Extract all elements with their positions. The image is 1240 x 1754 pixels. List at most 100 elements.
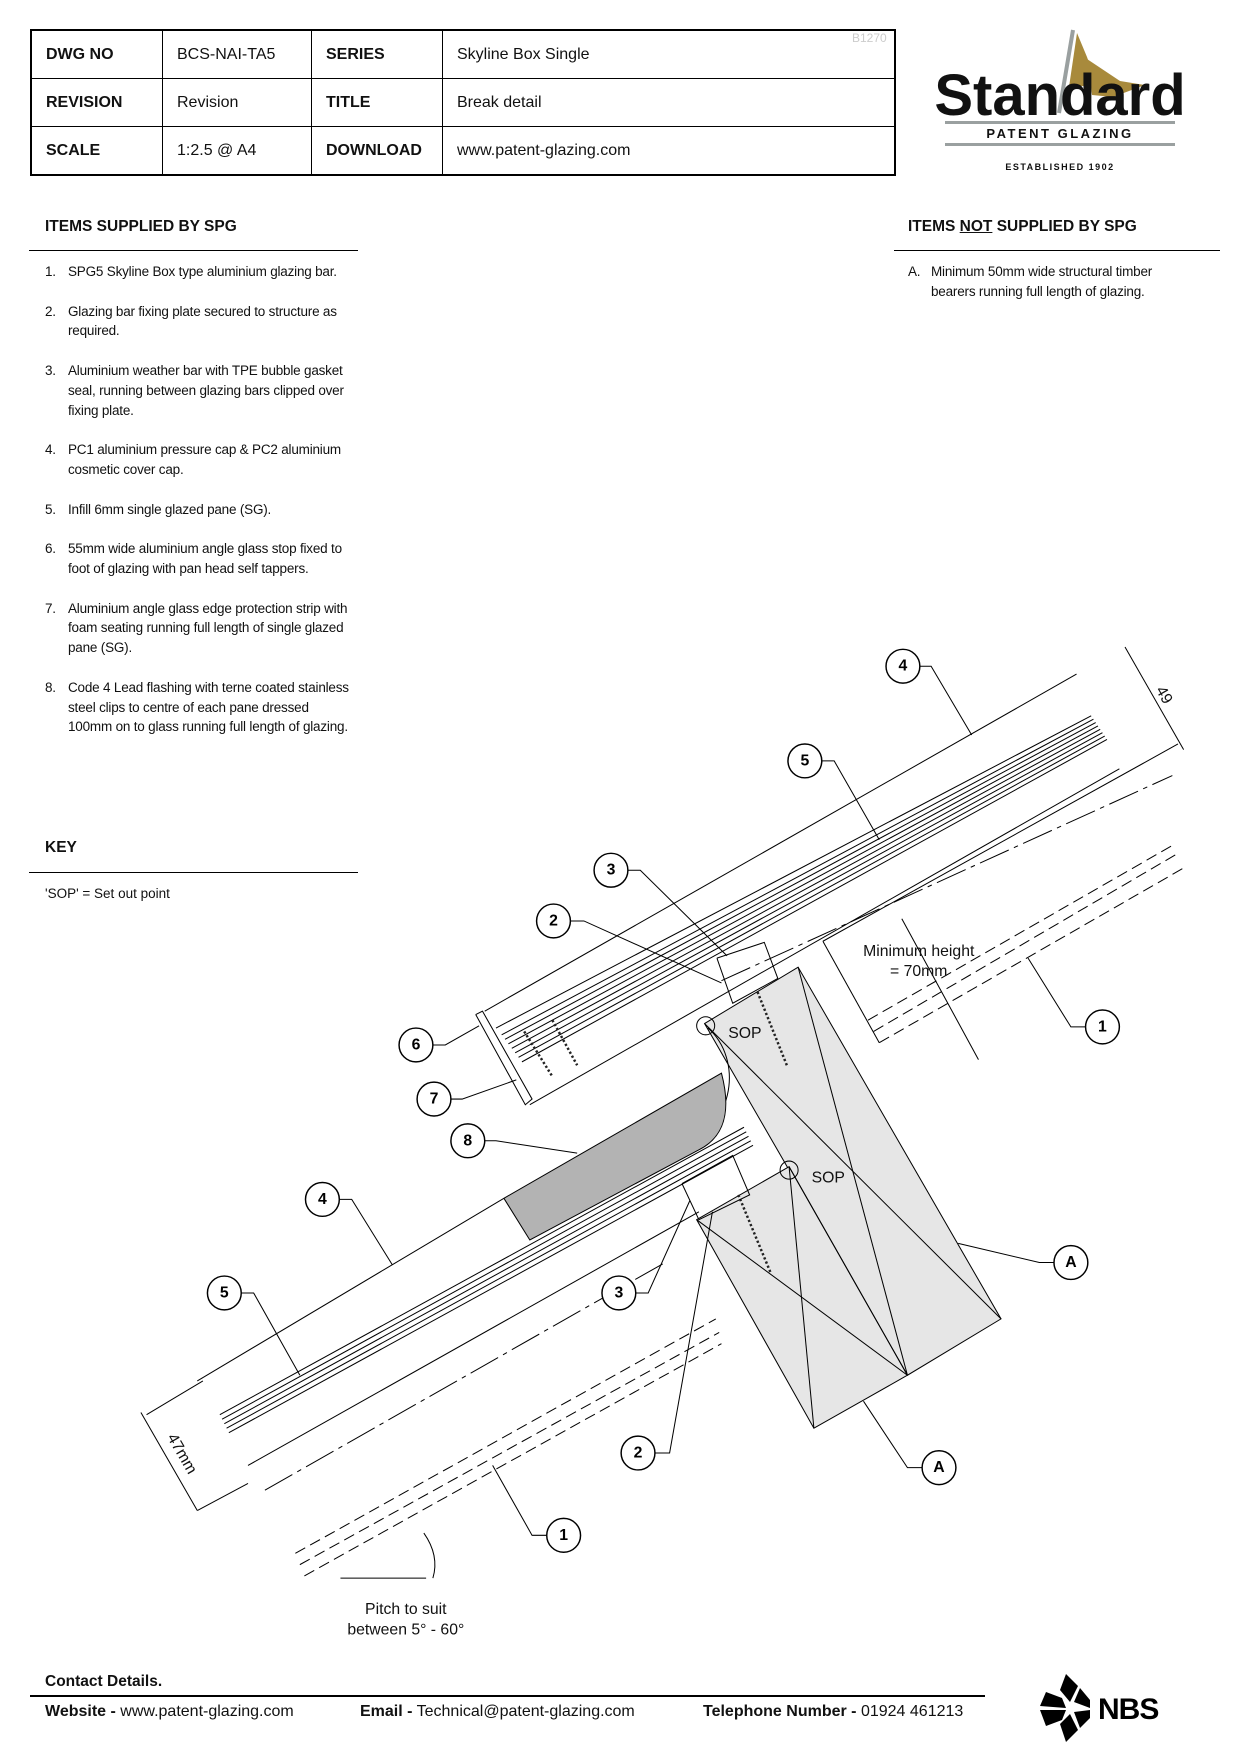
sop-label-lower: SOP [812,1169,845,1186]
items-supplied-title: ITEMS SUPPLIED BY SPG [45,218,237,235]
nbs-logo: NBS [1040,1674,1159,1742]
lead-flashing [503,1072,727,1241]
callout-4-upper: 4 [885,648,921,684]
download-link[interactable]: www.patent-glazing.com [442,126,896,176]
nbs-flower-icon [1040,1674,1090,1742]
svg-text:A: A [933,1459,944,1476]
scale-value: 1:2.5 @ A4 [162,126,312,176]
title-row-revision: REVISION Revision TITLE Break detail [30,78,896,127]
callout-a-lower: A [921,1450,957,1486]
callout-3-lower: 3 [601,1275,637,1311]
list-item: 2.Glazing bar fixing plate secured to st… [45,303,337,339]
list-item: 6.55mm wide aluminium angle glass stop f… [45,541,342,576]
dimension-49: 49 [1152,683,1176,707]
min-height-value: = 70mm [890,963,947,980]
series-label: SERIES [311,29,443,79]
callout-bubbles: 4 5 3 2 6 7 8 1 4 5 3 A 2 A 1 [206,648,1121,1553]
website-link[interactable]: www.patent-glazing.com [120,1703,294,1720]
svg-text:3: 3 [614,1284,623,1301]
svg-text:3: 3 [607,862,616,879]
download-label: DOWNLOAD [311,126,443,176]
self-tapper-screws [523,991,788,1275]
title-row-scale: SCALE 1:2.5 @ A4 DOWNLOAD www.patent-gla… [30,126,896,176]
svg-text:6: 6 [412,1036,421,1053]
footer-email: Email - Technical@patent-glazing.com [360,1703,635,1720]
list-item: A.Minimum 50mm wide structural timber be… [908,264,1153,299]
logo-established: ESTABLISHED 1902 [1005,162,1114,172]
logo-wordmark: Standard [935,63,1185,128]
nbs-wordmark: NBS [1098,1693,1158,1726]
callout-5-upper: 5 [787,743,823,779]
sop-marker-upper [696,1016,716,1036]
svg-text:5: 5 [800,752,809,769]
svg-text:1: 1 [1098,1018,1107,1035]
svg-text:2: 2 [634,1445,643,1462]
list-item: 4.PC1 aluminium pressure cap & PC2 alumi… [45,442,341,477]
svg-text:4: 4 [899,658,908,675]
svg-text:8: 8 [463,1132,472,1149]
svg-text:5: 5 [220,1284,229,1301]
key-sop-text: 'SOP' = Set out point [45,886,170,901]
items-not-supplied-rule [894,250,1220,251]
svg-text:1: 1 [559,1527,568,1544]
svg-text:7: 7 [430,1091,439,1108]
list-item: 8.Code 4 Lead flashing with terne coated… [45,679,349,735]
callout-1-upper: 1 [1084,1009,1121,1045]
items-not-supplied-title: ITEMS NOT SUPPLIED BY SPG [908,218,1137,235]
footer-website: Website - www.patent-glazing.com [45,1703,294,1720]
logo-subtitle: PATENT GLAZING [986,126,1133,141]
list-item: 5.Infill 6mm single glazed pane (SG). [45,501,272,517]
dwg-no-value: BCS-NAI-TA5 [162,29,312,79]
list-item: 3.Aluminium weather bar with TPE bubble … [45,362,344,418]
drawing-ref-watermark: B1270 [852,31,887,45]
key-rule [29,872,358,873]
title-row-dwg: DWG NO BCS-NAI-TA5 SERIES Skyline Box Si… [30,29,896,79]
dimension-line-top [1124,646,1185,750]
revision-label: REVISION [30,78,163,127]
svg-text:A: A [1065,1254,1076,1271]
logo-flagpole [1057,29,1075,114]
scale-label: SCALE [30,126,163,176]
callout-leaders [241,665,1086,1536]
title-block: DWG NO BCS-NAI-TA5 SERIES Skyline Box Si… [30,29,896,176]
callout-5-lower: 5 [206,1275,242,1311]
title-value: Break detail [442,78,896,127]
items-not-supplied-list: A.Minimum 50mm wide structural timber be… [908,262,1188,321]
items-supplied-rule [29,250,358,251]
min-height-label: Minimum height [863,943,975,960]
dimension-47mm: 47mm [163,1431,200,1477]
items-supplied-list: 1.SPG5 Skyline Box type aluminium glazin… [45,262,350,757]
title-label: TITLE [311,78,443,127]
sop-marker-lower [779,1160,799,1180]
callout-7: 7 [416,1081,452,1117]
email-link[interactable]: Technical@patent-glazing.com [416,1703,635,1720]
revision-value: Revision [162,78,312,127]
callout-4-lower: 4 [304,1181,341,1218]
pitch-range: between 5° - 60° [347,1622,464,1639]
callout-6: 6 [398,1027,434,1063]
list-item: 7.Aluminium angle glass edge protection … [45,600,348,656]
callout-3-upper: 3 [593,852,629,888]
key-title: KEY [45,839,77,856]
callout-a-upper: A [1053,1244,1089,1281]
logo-rule-bottom [945,143,1175,146]
contact-details-title: Contact Details. [45,1673,163,1690]
dimension-line-min-height [901,918,979,1060]
sop-label-upper: SOP [728,1025,761,1042]
pitch-arc [423,1532,436,1579]
pitch-label: Pitch to suit [365,1601,447,1618]
lower-glazing-assembly [140,1126,754,1577]
upper-glazing-assembly [475,673,1184,1106]
callout-8: 8 [450,1123,486,1159]
callout-2-lower: 2 [620,1435,656,1471]
footer-telephone: Telephone Number - 01924 461213 [703,1703,964,1720]
phone-number: 01924 461213 [860,1703,964,1720]
callout-2-upper: 2 [535,903,572,939]
callout-1-lower: 1 [545,1517,582,1553]
logo-flag-lower [1087,59,1145,97]
list-item: 1.SPG5 Skyline Box type aluminium glazin… [45,264,337,279]
svg-text:2: 2 [549,912,558,929]
svg-text:4: 4 [318,1191,327,1208]
footer-rule [30,1695,985,1697]
